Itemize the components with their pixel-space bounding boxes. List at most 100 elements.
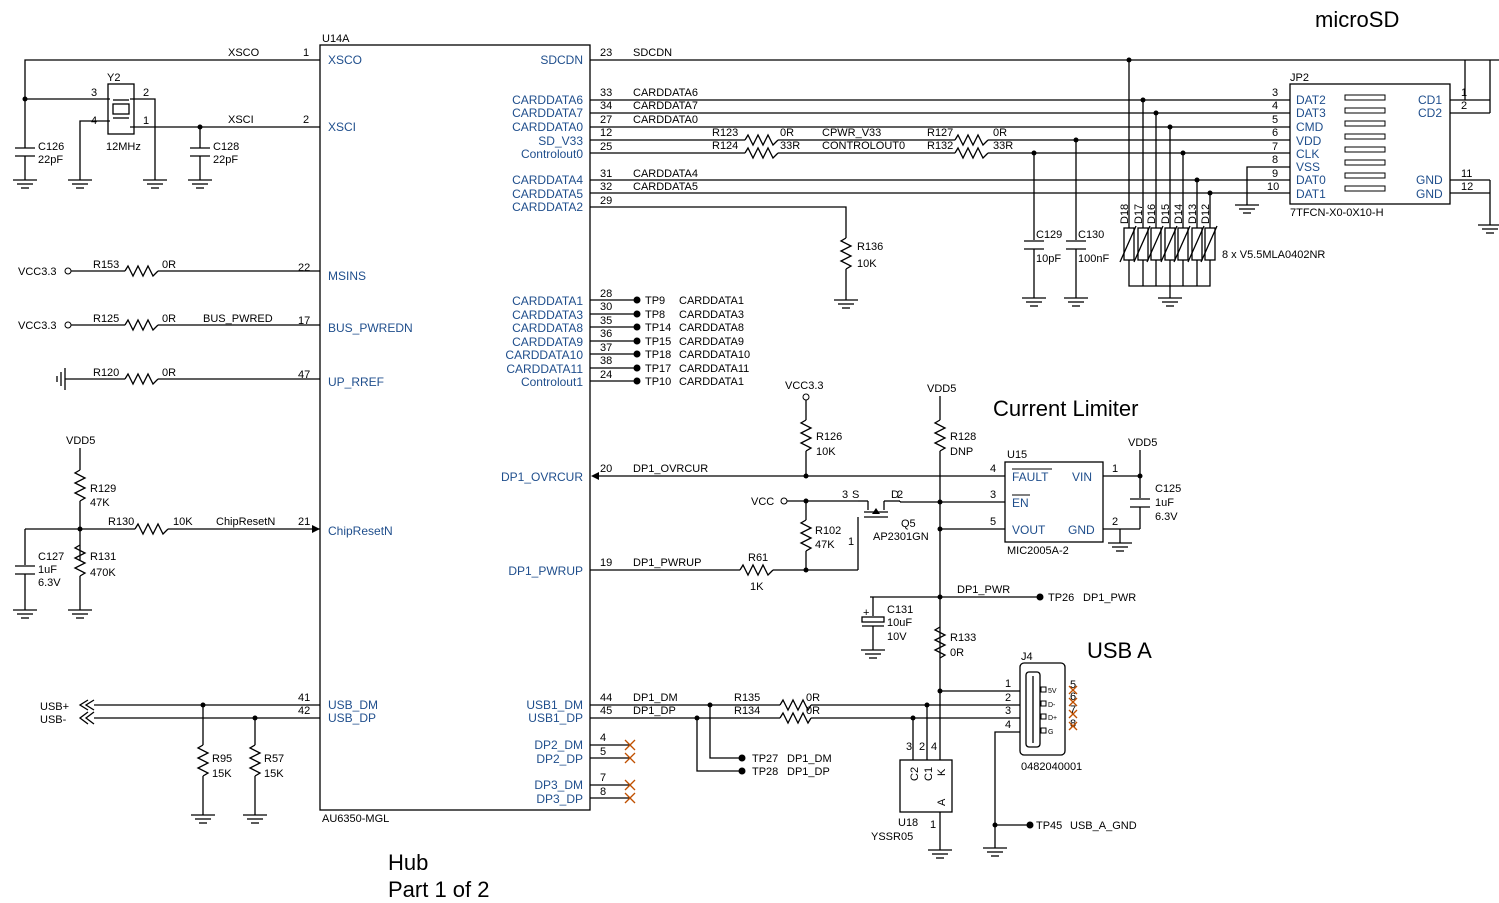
svg-text:S: S (852, 489, 859, 501)
wires-card-bus: R123 0R CPWR_V33 R127 0R R124 33R CONTRO… (590, 59, 1465, 309)
svg-text:0R: 0R (162, 259, 176, 271)
svg-text:5: 5 (600, 746, 606, 758)
svg-text:42: 42 (298, 705, 310, 717)
svg-text:1uF: 1uF (1155, 497, 1174, 509)
svg-text:DP3_DM: DP3_DM (534, 778, 583, 792)
svg-text:TP17: TP17 (645, 363, 671, 375)
svg-text:3: 3 (990, 489, 996, 501)
svg-text:VCC3.3: VCC3.3 (785, 380, 824, 392)
svg-text:3: 3 (1272, 87, 1278, 99)
svg-text:27: 27 (600, 114, 612, 126)
svg-text:R128: R128 (950, 431, 976, 443)
svg-text:6.3V: 6.3V (1155, 511, 1178, 523)
svg-text:D+: D+ (1048, 715, 1057, 722)
svg-text:4: 4 (1005, 719, 1011, 731)
svg-text:CMD: CMD (1296, 120, 1324, 134)
svg-text:DP3_DP: DP3_DP (536, 792, 583, 806)
svg-text:CARDDATA7: CARDDATA7 (512, 106, 583, 120)
svg-text:8 x V5.5MLA0402NR: 8 x V5.5MLA0402NR (1222, 249, 1325, 261)
svg-text:C129: C129 (1036, 229, 1062, 241)
svg-text:CARDDATA5: CARDDATA5 (633, 181, 698, 193)
svg-text:R124: R124 (712, 140, 738, 152)
svg-text:D13: D13 (1187, 204, 1199, 224)
u15-mic2005: U15 MIC2005A-2 FAULT EN VOUT VIN GND 4 3… (990, 437, 1181, 557)
svg-text:D12: D12 (1200, 204, 1212, 224)
svg-text:1uF: 1uF (38, 564, 57, 576)
svg-text:22: 22 (298, 262, 310, 274)
u14a-right-pin-names: SDCDN CARDDATA6 CARDDATA7 CARDDATA0 SD_V… (501, 53, 583, 806)
svg-text:CARDDATA1: CARDDATA1 (679, 376, 744, 388)
svg-text:36: 36 (600, 328, 612, 340)
svg-text:SDCDN: SDCDN (540, 53, 583, 67)
svg-text:J4: J4 (1021, 651, 1033, 663)
svg-text:2: 2 (919, 741, 925, 753)
svg-text:34: 34 (600, 100, 612, 112)
cap-c128: C128 22pF (190, 141, 239, 166)
svg-text:0R: 0R (806, 705, 820, 717)
svg-text:R95: R95 (212, 753, 232, 765)
svg-text:C126: C126 (38, 141, 64, 153)
svg-text:ChipResetN: ChipResetN (328, 524, 393, 538)
svg-text:D18: D18 (1119, 204, 1131, 224)
svg-text:GND: GND (1416, 187, 1443, 201)
svg-text:12: 12 (600, 127, 612, 139)
svg-text:3: 3 (1005, 705, 1011, 717)
svg-text:100nF: 100nF (1078, 253, 1109, 265)
svg-text:CARDDATA8: CARDDATA8 (512, 321, 583, 335)
current-limiter-wiring: VCC3.3 R126 10K VDD5 R128 DNP VCC R102 4… (590, 380, 1136, 680)
svg-text:USB_DP: USB_DP (328, 711, 376, 725)
svg-text:TP28: TP28 (752, 766, 778, 778)
svg-text:C2: C2 (909, 767, 921, 781)
svg-text:4: 4 (600, 732, 606, 744)
title-part: Part 1 of 2 (388, 877, 490, 902)
usb-downstream: R135 0R R134 0R TP27 DP1_DM TP28 DP1_DP (590, 680, 1137, 857)
svg-text:12MHz: 12MHz (106, 141, 141, 153)
svg-text:4: 4 (1272, 100, 1278, 112)
svg-text:USB1_DM: USB1_DM (526, 698, 583, 712)
svg-text:3: 3 (91, 87, 97, 99)
svg-text:CD2: CD2 (1418, 106, 1442, 120)
svg-text:DP1_PWRUP: DP1_PWRUP (508, 564, 583, 578)
cap-c126: C126 22pF (15, 141, 64, 166)
svg-text:22pF: 22pF (38, 154, 63, 166)
svg-text:6: 6 (1070, 691, 1076, 703)
svg-text:10K: 10K (816, 446, 836, 458)
svg-text:R61: R61 (748, 552, 768, 564)
svg-text:38: 38 (600, 355, 612, 367)
svg-text:VDD5: VDD5 (927, 383, 956, 395)
svg-text:XSCO: XSCO (328, 53, 362, 67)
svg-text:C130: C130 (1078, 229, 1104, 241)
svg-text:C127: C127 (38, 551, 64, 563)
svg-text:A: A (936, 798, 948, 806)
svg-text:Controlout0: Controlout0 (521, 147, 583, 161)
svg-text:1: 1 (930, 819, 936, 831)
svg-text:28: 28 (600, 288, 612, 300)
svg-text:470K: 470K (90, 567, 116, 579)
svg-text:2: 2 (897, 489, 903, 501)
svg-text:CARDDATA5: CARDDATA5 (512, 187, 583, 201)
svg-text:UP_RREF: UP_RREF (328, 375, 384, 389)
svg-text:1: 1 (1112, 463, 1118, 475)
svg-text:1K: 1K (750, 581, 764, 593)
svg-text:USB+: USB+ (40, 701, 69, 713)
svg-text:30: 30 (600, 301, 612, 313)
usb-upstream: USB+ USB- R95 15K R57 15K (40, 699, 320, 824)
u14a-part: AU6350-MGL (322, 813, 389, 825)
svg-text:DAT3: DAT3 (1296, 106, 1326, 120)
svg-text:YSSR05: YSSR05 (871, 831, 913, 843)
svg-text:R131: R131 (90, 551, 116, 563)
title-hub: Hub (388, 850, 428, 875)
svg-text:BUS_PWREDN: BUS_PWREDN (328, 321, 413, 335)
svg-text:TP15: TP15 (645, 336, 671, 348)
svg-text:XSCO: XSCO (228, 47, 260, 59)
svg-text:R133: R133 (950, 632, 976, 644)
svg-text:R136: R136 (857, 241, 883, 253)
svg-text:CARDDATA9: CARDDATA9 (512, 335, 583, 349)
svg-text:R134: R134 (734, 705, 760, 717)
svg-text:C128: C128 (213, 141, 239, 153)
svg-text:2: 2 (1112, 516, 1118, 528)
svg-text:VDD5: VDD5 (66, 435, 95, 447)
svg-text:DP1_PWRUP: DP1_PWRUP (633, 557, 701, 569)
jp2-microsd: JP2 7TFCN-X0-0X10-H DAT2 DAT3 CMD VDD CL… (1235, 59, 1499, 234)
